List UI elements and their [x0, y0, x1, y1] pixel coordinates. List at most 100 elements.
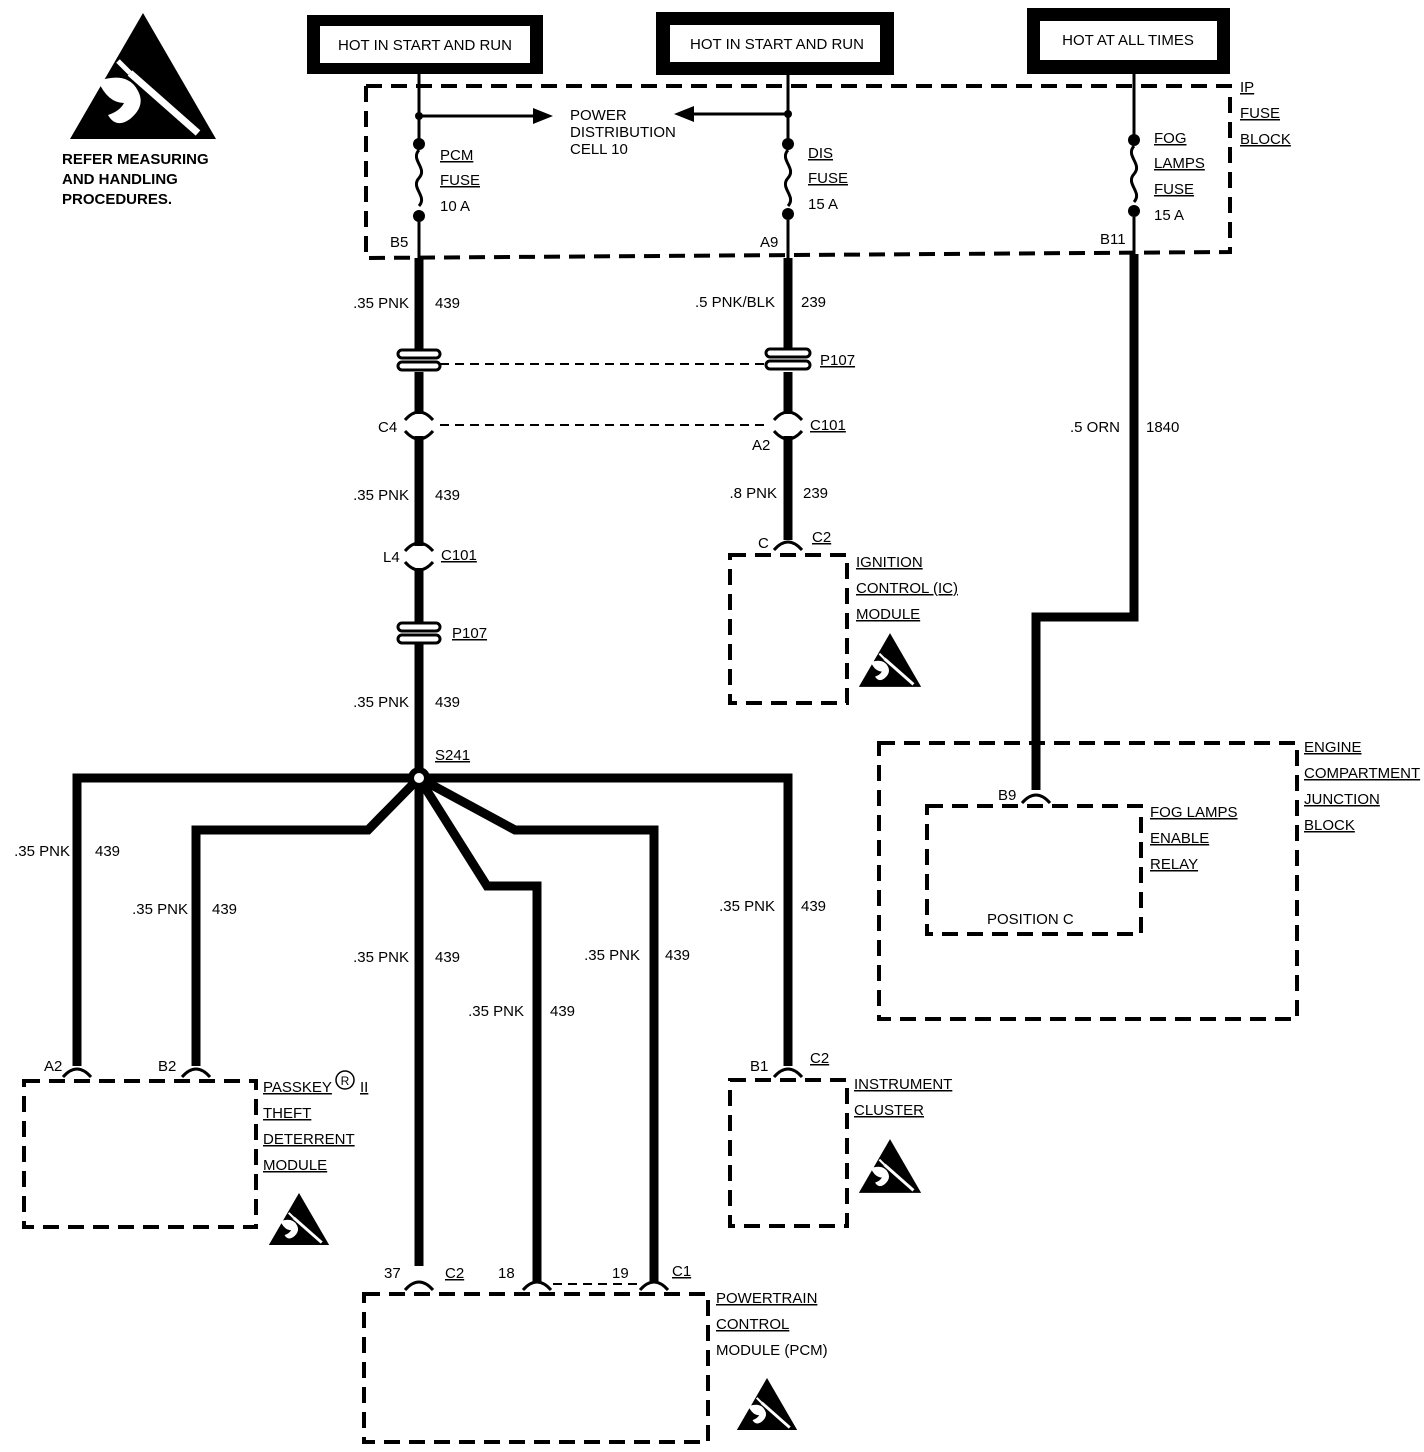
ecjb-name-2: COMPARTMENT — [1304, 765, 1420, 782]
ic-module-name-3: MODULE — [856, 606, 920, 623]
esd-note-line-3: PROCEDURES. — [62, 191, 172, 208]
wire-size: .35 PNK — [468, 1003, 524, 1020]
registered-mark: R — [341, 1074, 350, 1088]
wire-size: .35 PNK — [584, 947, 640, 964]
instrument-cluster: B1 C2 INSTRUMENT CLUSTER — [728, 1050, 952, 1228]
fog-relay-name-2: ENABLE — [1150, 830, 1209, 847]
wire-circuit: 439 — [801, 898, 826, 915]
wire-circuit: 439 — [95, 843, 120, 860]
ipc-b1-label: B1 — [750, 1058, 768, 1075]
splice-s241: S241 — [408, 747, 470, 789]
esd-warning-icon — [70, 13, 216, 139]
esd-note: REFER MEASURING AND HANDLING PROCEDURES. — [62, 13, 216, 208]
p107-connector-left-bottom — [396, 621, 442, 645]
power-source-1: HOT IN START AND RUN — [307, 15, 543, 74]
p107-label-right: P107 — [820, 352, 855, 369]
wire-size: .35 PNK — [353, 949, 409, 966]
c101-label-left: C101 — [441, 547, 477, 564]
wire-size: .8 PNK — [729, 485, 777, 502]
passkey-suffix: II — [360, 1079, 368, 1096]
wire-size: .35 PNK — [132, 901, 188, 918]
pcm-c1-label: C1 — [672, 1263, 691, 1280]
power-distribution-line-2: DISTRIBUTION — [570, 124, 676, 141]
p107-label-left: P107 — [452, 625, 487, 642]
wire-circuit: 439 — [665, 947, 690, 964]
wire-circuit: 439 — [435, 694, 460, 711]
pcm-19-label: 19 — [612, 1265, 629, 1282]
dis-fuse-name-1: DIS — [808, 145, 833, 162]
ip-fuse-block-name-2: FUSE — [1240, 105, 1280, 122]
b9-pin-label: B9 — [998, 787, 1016, 804]
wire-circuit: 439 — [435, 295, 460, 312]
registered-mark-icon — [335, 1070, 355, 1090]
wire-size: .35 PNK — [353, 487, 409, 504]
arrow-left-icon — [674, 106, 694, 122]
wire-size: .35 PNK — [353, 694, 409, 711]
fog-fuse-name-1: FOG — [1154, 130, 1187, 147]
wire-size: .35 PNK — [353, 295, 409, 312]
ic-module-name-2: CONTROL (IC) — [856, 580, 958, 597]
fog-fuse-name-3: FUSE — [1154, 181, 1194, 198]
wire-circuit: 239 — [801, 294, 826, 311]
ic-module-outline — [728, 553, 849, 705]
fog-fuse-rating: 15 A — [1154, 207, 1184, 224]
a2-pin-label: A2 — [752, 437, 770, 454]
cluster-outline — [728, 1078, 849, 1228]
pcm-c2-label: C2 — [445, 1265, 464, 1282]
ic-pin-label: C — [758, 535, 769, 552]
power-distribution-line-1: POWER — [570, 107, 627, 124]
wire-circuit: 439 — [435, 487, 460, 504]
pcm-fuse: PCM FUSE 10 A B5 — [390, 138, 480, 258]
esd-warning-icon — [268, 1191, 330, 1247]
fuse-icon — [1129, 144, 1139, 204]
wire-size: .5 PNK/BLK — [695, 294, 775, 311]
pcm-fuse-rating: 10 A — [440, 198, 470, 215]
pcm-fuse-name-1: PCM — [440, 147, 473, 164]
l4-label: L4 — [383, 549, 400, 566]
fog-fuse-name-2: LAMPS — [1154, 155, 1205, 172]
ic-connector-label: C2 — [812, 529, 831, 546]
passkey-name-2: THEFT — [263, 1105, 311, 1122]
cluster-name-2: CLUSTER — [854, 1102, 924, 1119]
fog-lamps-enable-relay: FOG LAMPS ENABLE RELAY POSITION C — [925, 804, 1238, 936]
c101-connectors: C4 C101 A2 L4 C101 — [378, 410, 846, 572]
passkey-outline — [22, 1079, 258, 1229]
ecjb-name-1: ENGINE — [1304, 739, 1362, 756]
esd-note-line-2: AND HANDLING — [62, 171, 178, 188]
powertrain-control-module: 37 C2 18 19 C1 POWERTRAIN CONTROL MODULE… — [362, 1263, 828, 1444]
p107-connector-left-top — [396, 348, 442, 372]
power-distribution: POWER DISTRIBUTION CELL 10 — [415, 106, 792, 158]
passkey-theft-deterrent-module: A2 B2 PASSKEY R II THEFT DETERRENT MODUL… — [22, 1058, 368, 1247]
dis-fuse-name-2: FUSE — [808, 170, 848, 187]
fog-relay-name-3: RELAY — [1150, 856, 1198, 873]
p107-connectors: P107 P107 — [396, 347, 855, 645]
splice-label: S241 — [435, 747, 470, 764]
power-source-1-label: HOT IN START AND RUN — [338, 37, 512, 54]
fog-relay-position: POSITION C — [987, 911, 1074, 928]
pts-a2-label: A2 — [44, 1058, 62, 1075]
esd-warning-icon — [736, 1376, 798, 1432]
power-source-2: HOT IN START AND RUN — [656, 12, 894, 75]
ip-fuse-block: IP FUSE BLOCK — [364, 79, 1291, 261]
arrow-right-icon — [533, 108, 553, 124]
wire-circuit: 239 — [803, 485, 828, 502]
wire-size: .5 ORN — [1070, 419, 1120, 436]
fuse-icon — [414, 148, 424, 208]
p107-connector-right — [764, 347, 812, 371]
c101-label-right: C101 — [810, 417, 846, 434]
pcm-name-1: POWERTRAIN — [716, 1290, 817, 1307]
ip-fuse-block-name-3: BLOCK — [1240, 131, 1291, 148]
pts-b2-label: B2 — [158, 1058, 176, 1075]
wire-size: .35 PNK — [14, 843, 70, 860]
wire-circuit: 1840 — [1146, 419, 1179, 436]
fog-fuse-terminal: B11 — [1100, 231, 1126, 248]
passkey-name-1: PASSKEY — [263, 1079, 332, 1096]
dis-fuse-terminal: A9 — [760, 234, 778, 251]
ignition-control-module: C C2 IGNITION CONTROL (IC) MODULE — [728, 529, 958, 705]
wire-circuit: 439 — [212, 901, 237, 918]
fuse-icon — [783, 148, 793, 208]
power-source-3-label: HOT AT ALL TIMES — [1062, 32, 1194, 49]
ic-module-name-1: IGNITION — [856, 554, 923, 571]
ipc-c2-label: C2 — [810, 1050, 829, 1067]
